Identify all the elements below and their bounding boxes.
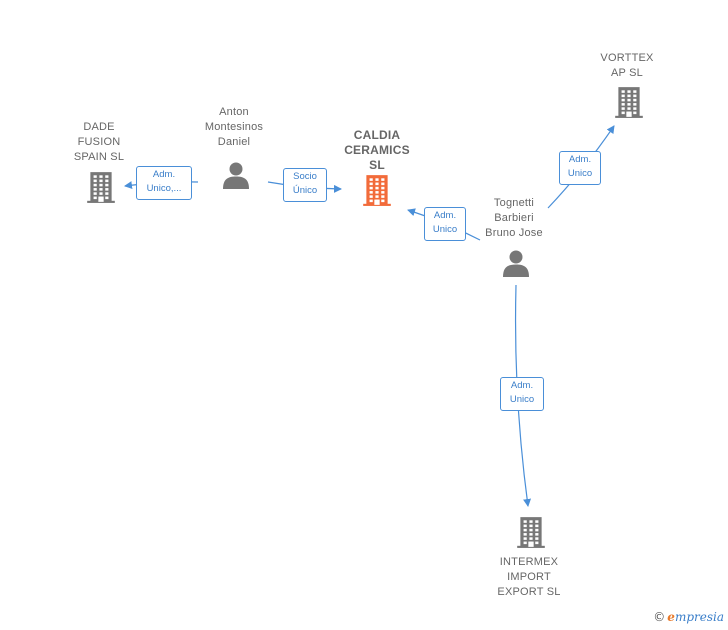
edge-label-tognetti-to-vorttex[interactable]: Adm. Unico bbox=[559, 151, 601, 185]
person-icon-tognetti[interactable] bbox=[501, 248, 531, 283]
node-label-anton[interactable]: Anton Montesinos Daniel bbox=[204, 106, 264, 148]
empresia-watermark: ©empresia bbox=[653, 610, 724, 624]
node-label-dade[interactable]: DADE FUSION SPAIN SL bbox=[73, 121, 125, 163]
edge-label-anton-to-dade[interactable]: Adm. Unico,... bbox=[136, 166, 192, 200]
building-icon-vorttex[interactable] bbox=[612, 85, 646, 124]
building-icon-intermex[interactable] bbox=[514, 515, 548, 554]
edge-label-tognetti-to-intermex[interactable]: Adm. Unico bbox=[500, 377, 544, 411]
node-label-tognetti[interactable]: Tognetti Barbieri Bruno Jose bbox=[485, 197, 543, 239]
edge-label-anton-to-caldia[interactable]: Socio Único bbox=[283, 168, 327, 202]
copyright-symbol: © bbox=[653, 610, 666, 624]
brand-initial: e bbox=[667, 610, 675, 624]
building-icon-caldia[interactable] bbox=[360, 173, 394, 212]
node-label-vorttex[interactable]: VORTTEX AP SL bbox=[600, 52, 654, 79]
node-label-caldia[interactable]: CALDIA CERAMICS SL bbox=[344, 128, 410, 172]
building-icon-dade[interactable] bbox=[84, 170, 118, 209]
person-icon-anton[interactable] bbox=[221, 160, 251, 195]
node-label-intermex[interactable]: INTERMEX IMPORT EXPORT SL bbox=[497, 556, 561, 598]
edge-label-tognetti-to-caldia[interactable]: Adm. Unico bbox=[424, 207, 466, 241]
brand-text: mpresia bbox=[674, 610, 724, 624]
